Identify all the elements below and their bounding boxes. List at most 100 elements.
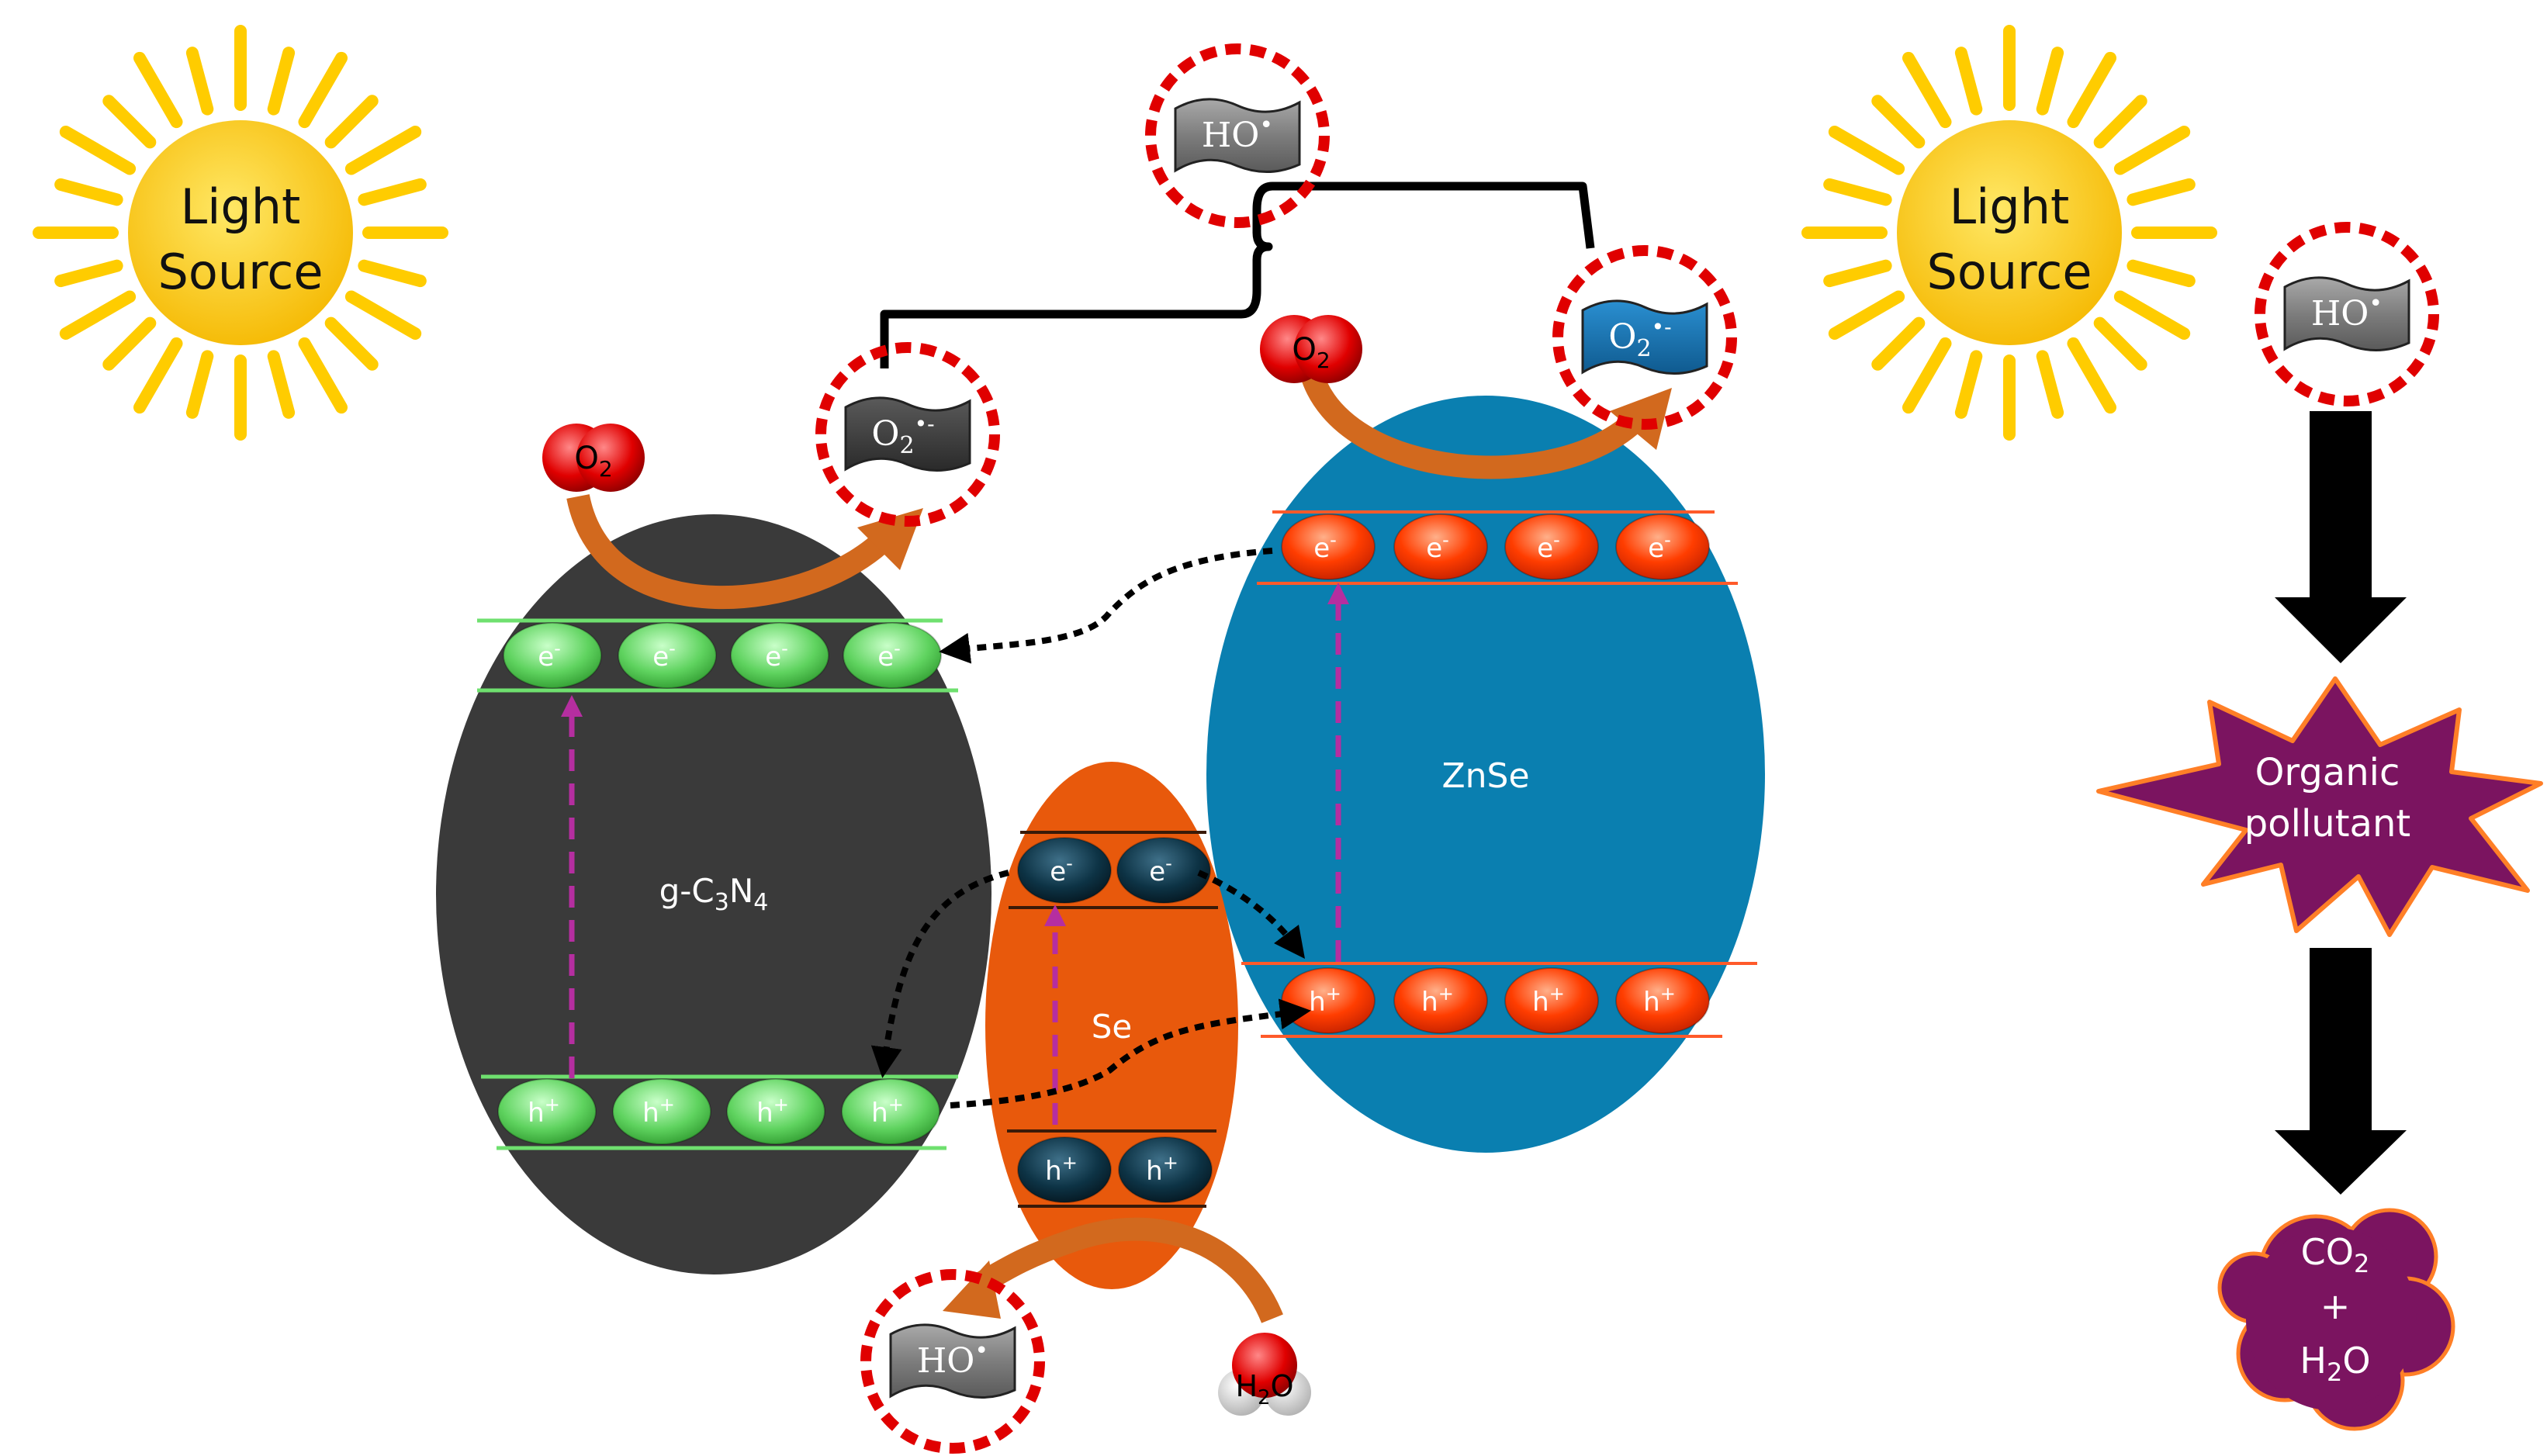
superoxide-znse-highlight — [1552, 245, 1737, 430]
znse-label: ZnSe — [1441, 756, 1529, 796]
svg-text:e-: e- — [765, 638, 788, 673]
hydroxyl-right-highlight — [2255, 222, 2439, 406]
znse-hole: h+ — [1615, 967, 1710, 1034]
sun-left-ray — [54, 259, 123, 288]
sun-right-ray — [1902, 51, 1952, 129]
sun-right-label-line2: Source — [1927, 244, 2092, 300]
hydroxyl-bottom-highlight — [860, 1269, 1045, 1454]
gcn-electron: e- — [618, 622, 717, 689]
o2-gcn: O2 — [542, 424, 645, 492]
superoxide-znse-flag — [1581, 299, 1708, 375]
svg-text:e-: e- — [1537, 529, 1560, 564]
hydroxyl-bottom-label: HO• — [917, 1337, 988, 1381]
sun-right-ray — [1954, 350, 1983, 419]
svg-text:h+: h+ — [528, 1094, 560, 1129]
se-electron: e- — [1116, 837, 1211, 904]
sun-left-ray — [185, 350, 214, 419]
charge-transfer-arrows — [870, 548, 1311, 1108]
sun-left-ray — [102, 95, 157, 149]
pollutant-burst — [2096, 676, 2543, 937]
svg-text:h+: h+ — [1421, 983, 1454, 1018]
znse-hole: h+ — [1281, 967, 1376, 1034]
svg-text:h+: h+ — [871, 1094, 904, 1129]
svg-text:e-: e- — [1426, 529, 1449, 564]
sun-right-ray — [1828, 126, 1905, 175]
sun-right-ray — [1871, 316, 1926, 371]
product-co2: CO2 — [2301, 1231, 2370, 1278]
product-h2o: H2O — [2300, 1340, 2370, 1387]
hydroxyl-right-flag — [2283, 276, 2410, 351]
znse-electron: e- — [1281, 514, 1376, 580]
reaction-arrows — [566, 368, 1646, 1323]
sun-right-ray — [2067, 337, 2116, 414]
hydroxyl-right-label: HO• — [2311, 290, 2383, 334]
svg-text:e-: e- — [1313, 529, 1337, 564]
sun-left-ray — [324, 95, 379, 149]
svg-text:e-: e- — [538, 638, 561, 673]
sun-right-ray — [2127, 259, 2196, 288]
gcn-hole: h+ — [726, 1078, 825, 1145]
gcn-electron: e- — [503, 622, 602, 689]
gcn-o2-reduction-arrow — [566, 493, 897, 610]
svg-text:e-: e- — [1648, 529, 1671, 564]
sun-left-ray — [59, 290, 137, 340]
sun-left-core — [128, 120, 353, 345]
se-hole: h+ — [1017, 1136, 1112, 1203]
sun-left-ray — [298, 337, 348, 414]
svg-text:O2: O2 — [574, 441, 612, 482]
superoxide-gcn-highlight — [815, 342, 1000, 527]
svg-text:h+: h+ — [642, 1094, 675, 1129]
superoxide-znse-label: O2•- — [1608, 314, 1671, 362]
charge-carriers: e-e-e-e-h+h+h+h+e-e-e-e-h+h+h+h+e-e-h+h+ — [497, 514, 1710, 1203]
o2-znse: O2 — [1260, 315, 1362, 383]
sun-right-ray — [2113, 290, 2191, 340]
sun-right-ray — [1823, 259, 1892, 288]
sun-right-ray — [1902, 337, 1952, 414]
svg-text:e-: e- — [877, 638, 901, 673]
sun-right-ray — [1871, 95, 1926, 149]
product-plus: + — [2320, 1285, 2351, 1327]
svg-text:e-: e- — [1050, 853, 1073, 887]
sun-left-ray — [344, 290, 422, 340]
sun-right-ray — [2036, 47, 2064, 116]
sun-left-ray — [298, 51, 348, 129]
sun-left-ray — [59, 126, 137, 175]
hydroxyl-top-flag — [1174, 98, 1301, 173]
sun-right-ray — [1954, 47, 1983, 116]
sun-right-label-line1: Light — [1950, 178, 2070, 235]
sun-right-ray — [2093, 95, 2147, 149]
svg-text:h+: h+ — [756, 1094, 789, 1129]
pollutant-label-line1: Organic — [2255, 751, 2400, 794]
sun-left-ray — [102, 316, 157, 371]
znse-electron: e- — [1504, 514, 1599, 580]
sun-right-ray — [2067, 51, 2116, 129]
sun-left-ray — [344, 126, 422, 175]
svg-text:h+: h+ — [1309, 983, 1341, 1018]
sun-right-ray — [2093, 316, 2147, 371]
se-hole: h+ — [1118, 1136, 1213, 1203]
pollutant-label-line2: pollutant — [2244, 802, 2410, 846]
hydroxyl-bottom-flag — [889, 1323, 1016, 1399]
sun-left-label-line2: Source — [158, 244, 324, 300]
hydroxyl-top-label: HO• — [1202, 112, 1273, 155]
flow-arrow-down-1 — [2275, 411, 2407, 663]
svg-text:e-: e- — [652, 638, 676, 673]
svg-text:h+: h+ — [1643, 983, 1676, 1018]
znse-electron: e- — [1615, 514, 1710, 580]
gcn-hole: h+ — [612, 1078, 711, 1145]
svg-text:O2: O2 — [1292, 332, 1330, 373]
product-cloud-fill — [2246, 1227, 2417, 1410]
sun-left-ray — [185, 47, 214, 116]
sun-left-label-line1: Light — [181, 178, 301, 235]
sun-left-ray — [267, 47, 296, 116]
svg-text:H2O: H2O — [1235, 1369, 1293, 1409]
znse-o2-reduction-arrow — [1299, 368, 1646, 479]
superoxide-gcn-label: O2•- — [871, 411, 934, 459]
sun-left-ray — [267, 350, 296, 419]
sun-left-ray — [54, 178, 123, 206]
radical-bracket — [880, 182, 1595, 368]
sun-right-ray — [1828, 290, 1905, 340]
gcn-electron: e- — [730, 622, 829, 689]
